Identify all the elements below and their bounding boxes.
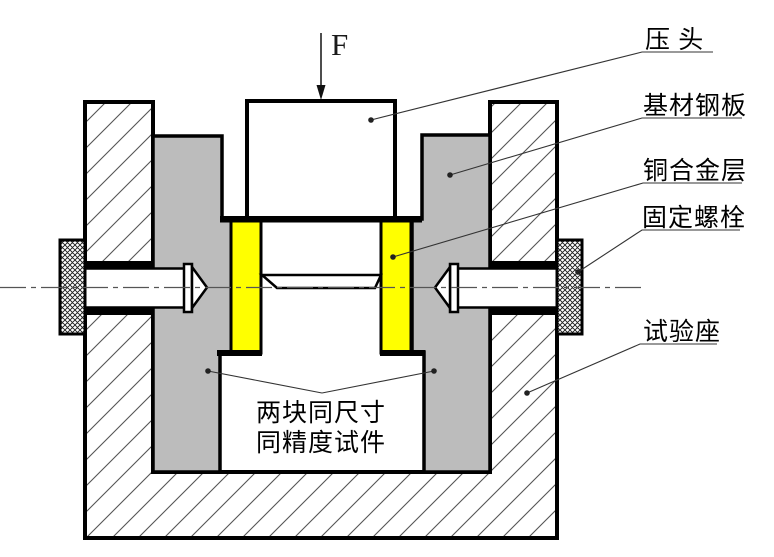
leader-dot-fixing-bolt (575, 269, 581, 275)
leader-specimen-right (321, 370, 435, 394)
force-label: F (331, 27, 348, 62)
leader-dot-base-steel-plate (447, 172, 453, 178)
leader-dot-copper-alloy-layer (390, 254, 396, 260)
leader-copper-alloy-layer (392, 182, 742, 258)
right-bolt-hole-band-bottom (490, 307, 557, 315)
leader-specimen-left (207, 370, 323, 394)
leader-fixing-bolt (577, 229, 740, 273)
label-test-seat: 试验座 (643, 318, 721, 346)
leader-dot-specimen-left (205, 368, 211, 374)
callout-labels: 压 头 基材钢板 铜合金层 固定螺栓 试验座 两块同尺寸 同精度试件 (256, 26, 747, 457)
right-bolt-hole-band-top (490, 261, 557, 269)
force-arrow: F (316, 27, 348, 100)
callout-leaders (205, 51, 742, 396)
leader-dot-test-seat (524, 390, 530, 396)
bottom-right-step-bar (380, 350, 425, 356)
force-arrowhead (316, 85, 326, 100)
label-specimen-note-line2: 同精度试件 (256, 429, 386, 457)
bottom-left-step-bar (217, 350, 262, 356)
left-bolt-hole-band-top (85, 261, 153, 269)
pressure-head-tip (258, 273, 383, 290)
leader-indenter (370, 51, 713, 121)
leader-test-seat (526, 343, 717, 394)
label-indenter: 压 头 (645, 26, 704, 54)
label-base-steel-plate: 基材钢板 (643, 92, 747, 120)
left-copper-layer (229, 217, 263, 355)
leader-base-steel-plate (449, 117, 742, 176)
right-copper-layer (379, 217, 413, 355)
left-bolt-hole-band-bottom (85, 307, 153, 315)
leader-dot-indenter (368, 117, 374, 123)
leader-dot-specimen-right (431, 368, 437, 374)
label-fixing-bolt: 固定螺栓 (642, 204, 746, 232)
label-copper-alloy-layer: 铜合金层 (643, 157, 747, 185)
label-specimen-note-line1: 两块同尺寸 (256, 399, 386, 427)
